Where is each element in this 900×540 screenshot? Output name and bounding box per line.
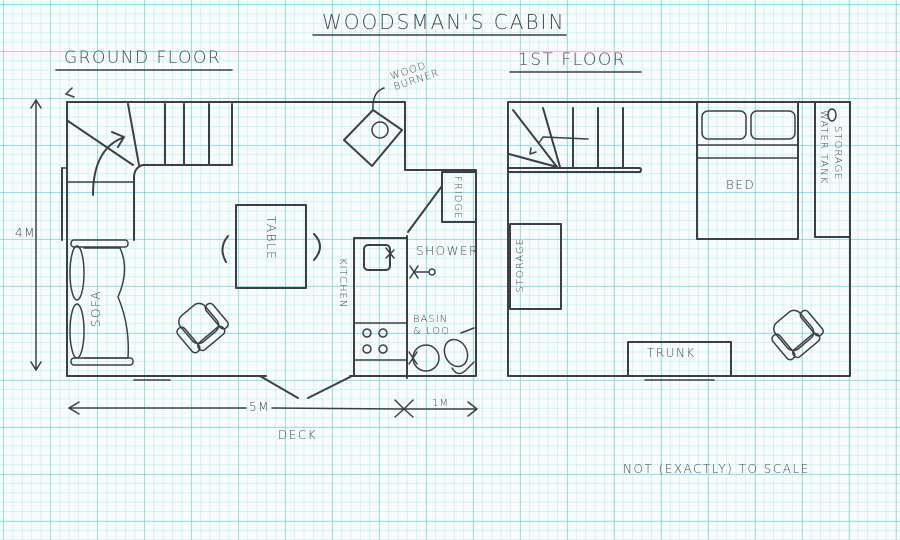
shower-label: SHOWER bbox=[416, 244, 479, 258]
deck-width-label: 1M bbox=[432, 398, 449, 409]
armchair-ground bbox=[176, 302, 229, 354]
pillow bbox=[750, 110, 796, 140]
wood-burner-flue-icon bbox=[371, 121, 389, 139]
basin-and-loo bbox=[408, 327, 475, 375]
chair-left bbox=[221, 235, 229, 263]
sink bbox=[363, 244, 391, 271]
ground-floor-staircase bbox=[67, 103, 233, 241]
dining-table bbox=[235, 204, 307, 289]
first-floor-heading: 1ST FLOOR bbox=[518, 50, 627, 70]
armchair-first bbox=[771, 309, 824, 361]
ground-floor-plan bbox=[30, 87, 478, 418]
deck-label: DECK bbox=[278, 428, 318, 442]
stair-direction-mark bbox=[529, 147, 537, 155]
door-leaf-right bbox=[307, 375, 353, 399]
ground-floor-wall-right bbox=[66, 101, 477, 377]
stair-direction-arrow bbox=[92, 137, 123, 196]
corner-mark bbox=[65, 87, 75, 98]
drawing-title: WOODSMAN'S CABIN bbox=[322, 10, 566, 34]
bed bbox=[696, 101, 799, 240]
toilet bbox=[443, 338, 469, 368]
pillow bbox=[701, 110, 747, 140]
chair-right bbox=[313, 233, 321, 261]
kitchen-counter bbox=[353, 237, 407, 377]
trunk-label: TRUNK bbox=[647, 346, 696, 360]
bed-label: BED bbox=[726, 178, 756, 192]
hob-ring bbox=[362, 328, 372, 338]
scale-note: NOT (EXACTLY) TO SCALE bbox=[623, 462, 810, 476]
storage-water-tank bbox=[814, 101, 851, 238]
ground-floor-heading: GROUND FLOOR bbox=[64, 48, 222, 68]
height-dimension-label: 4M bbox=[15, 226, 36, 240]
kitchen-label: KITCHEN bbox=[337, 258, 348, 309]
trunk bbox=[627, 341, 732, 377]
hob-ring bbox=[378, 328, 388, 338]
table-label: TABLE bbox=[264, 216, 278, 261]
storage-cupboard bbox=[509, 223, 562, 310]
wood-burner bbox=[343, 87, 403, 167]
shower-fixture bbox=[409, 265, 436, 279]
storage-water-tank-label-1: STORAGE bbox=[832, 126, 843, 181]
fridge bbox=[441, 171, 477, 223]
hob-ring bbox=[362, 344, 372, 354]
storage-label: STORAGE bbox=[515, 238, 526, 293]
width-dimension-label: 5M bbox=[249, 400, 270, 414]
hob-ring bbox=[378, 344, 388, 354]
first-floor-stairwell bbox=[508, 107, 642, 173]
wood-burner-leader-line bbox=[372, 87, 385, 111]
water-tank-icon bbox=[827, 108, 837, 122]
storage-water-tank-label-2: WATER TANK bbox=[818, 110, 829, 185]
door-leaf-left bbox=[259, 375, 299, 399]
basin bbox=[412, 344, 440, 372]
sofa-label: SOFA bbox=[89, 290, 103, 328]
first-floor-plan bbox=[507, 101, 851, 381]
basin-loo-label: BASIN & LOO bbox=[413, 314, 450, 337]
bathroom-door bbox=[407, 185, 443, 233]
fridge-label: FRIDGE bbox=[452, 176, 463, 220]
sofa bbox=[69, 239, 134, 366]
